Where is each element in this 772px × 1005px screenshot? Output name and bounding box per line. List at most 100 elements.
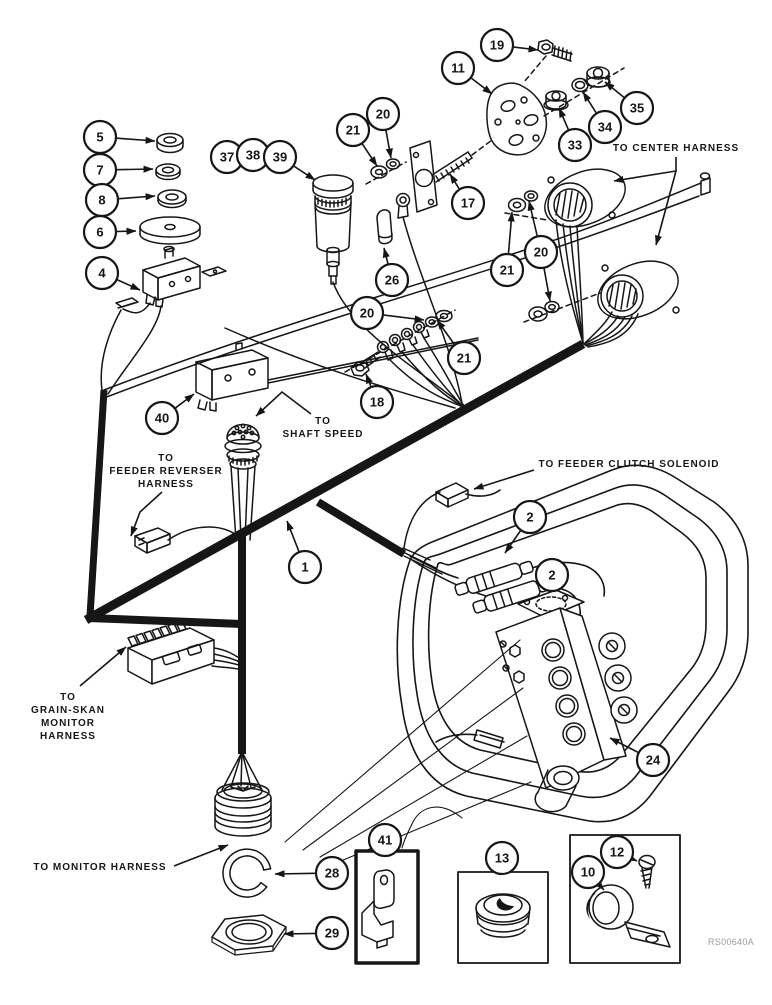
label-ref-code: RS00640A xyxy=(708,937,754,947)
callout-number: 11 xyxy=(451,61,465,76)
callout-circle xyxy=(314,915,350,951)
label-to-center-harness-leader xyxy=(655,170,677,246)
callout-number: 13 xyxy=(495,851,509,866)
valve-block-24 xyxy=(284,589,638,864)
callout-number: 20 xyxy=(360,306,374,321)
callout-number: 35 xyxy=(630,101,644,116)
inset-box-13 xyxy=(457,871,549,964)
callout-5-0: 5 xyxy=(82,119,156,155)
wire-loops xyxy=(396,464,749,823)
callout-number: 40 xyxy=(155,411,169,426)
callout-number: 21 xyxy=(457,351,471,366)
callout-17-15: 17 xyxy=(449,173,486,221)
callout-12-31: 12 xyxy=(599,834,638,870)
callout-circle xyxy=(349,295,385,331)
inline-connector-2a xyxy=(454,560,534,596)
callout-number: 21 xyxy=(500,263,514,278)
label-to-feeder-reverser-harness-leader xyxy=(130,491,163,537)
callout-circle xyxy=(635,742,671,778)
callout-circle xyxy=(619,90,655,126)
label-to-feeder-clutch-solenoid-line: TO FEEDER CLUTCH SOLENOID xyxy=(539,459,720,470)
callout-circle xyxy=(314,855,350,891)
callout-number: 20 xyxy=(376,107,390,122)
monitor-connector xyxy=(214,782,272,837)
callout-29-28: 29 xyxy=(283,915,350,951)
callout-number: 19 xyxy=(490,38,504,53)
callout-2-25: 2 xyxy=(534,557,570,593)
label-to-monitor-harness: TO MONITOR HARNESS xyxy=(33,862,165,873)
round-connector-b xyxy=(597,260,680,320)
callout-circle xyxy=(450,185,486,221)
callout-circle xyxy=(365,96,401,132)
callout-8-2: 8 xyxy=(84,182,156,218)
feeder-reverser-connector xyxy=(134,527,171,554)
callout-26-16: 26 xyxy=(374,247,410,298)
callout-circle xyxy=(512,499,548,535)
label-to-shaft-speed-line: SHAFT SPEED xyxy=(282,429,363,440)
label-to-grain-skan-monitor-harness-line: GRAIN-SKAN xyxy=(31,705,105,716)
callout-number: 24 xyxy=(646,753,661,768)
label-to-grain-skan-monitor-harness-line: MONITOR xyxy=(41,718,95,729)
callout-21-8: 21 xyxy=(335,112,378,167)
grain-monitor-connector xyxy=(127,620,215,685)
callout-number: 17 xyxy=(461,196,475,211)
label-to-center-harness-leader xyxy=(613,157,677,184)
callout-7-1: 7 xyxy=(82,152,154,188)
nut-washer-pairs xyxy=(370,158,601,323)
callout-2-24: 2 xyxy=(504,499,548,554)
callout-circle xyxy=(374,262,410,298)
callout-13-30: 13 xyxy=(484,840,520,876)
callout-37-5: 37 xyxy=(209,139,245,175)
callout-35-14: 35 xyxy=(604,81,655,126)
callout-1-23: 1 xyxy=(286,520,323,585)
snap-ring-28 xyxy=(222,848,272,898)
label-to-shaft-speed-leader xyxy=(255,390,312,417)
leader-arrows xyxy=(79,157,677,867)
callout-number: 10 xyxy=(581,865,595,880)
callout-38-6: 38 xyxy=(235,137,271,173)
callout-number: 20 xyxy=(534,245,548,260)
fastener-stack xyxy=(139,132,201,245)
callout-number: 7 xyxy=(96,163,103,178)
callout-number: 38 xyxy=(246,148,260,163)
nuts-33-34-35 xyxy=(543,66,611,111)
callout-number: 34 xyxy=(598,120,613,135)
callout-circle xyxy=(287,549,323,585)
callout-number: 21 xyxy=(346,123,360,138)
callout-number: 1 xyxy=(301,560,308,575)
callout-number: 4 xyxy=(98,266,106,281)
callout-21-20: 21 xyxy=(436,319,482,376)
callout-circle xyxy=(587,109,623,145)
callout-41-29: 41 xyxy=(367,822,403,858)
callout-circle xyxy=(359,384,395,420)
callout-11-11: 11 xyxy=(440,50,493,95)
callout-number: 28 xyxy=(325,866,339,881)
callout-circle xyxy=(335,112,371,148)
callout-circle xyxy=(489,252,525,288)
pin-terminal xyxy=(699,172,711,196)
callout-28-27: 28 xyxy=(274,855,350,891)
trunk-fan-wires xyxy=(211,219,639,791)
callout-21-17: 21 xyxy=(489,211,525,288)
callout-34-13: 34 xyxy=(582,91,623,145)
callout-10-32: 10 xyxy=(570,854,606,891)
ring-nut-29 xyxy=(211,914,287,956)
label-to-grain-skan-monitor-harness-leader xyxy=(79,646,127,687)
callout-circle xyxy=(82,214,118,250)
feeder-clutch-connector xyxy=(435,482,469,508)
callout-number: 41 xyxy=(378,833,392,848)
callout-20-18: 20 xyxy=(523,200,559,302)
label-to-grain-skan-monitor-harness-line: TO xyxy=(60,692,76,703)
inset-box-41 xyxy=(354,849,420,965)
callout-number: 39 xyxy=(273,150,287,165)
micro-switch-4 xyxy=(115,245,227,309)
push-button-switch-39 xyxy=(312,174,354,285)
callout-33-12: 33 xyxy=(557,107,593,163)
